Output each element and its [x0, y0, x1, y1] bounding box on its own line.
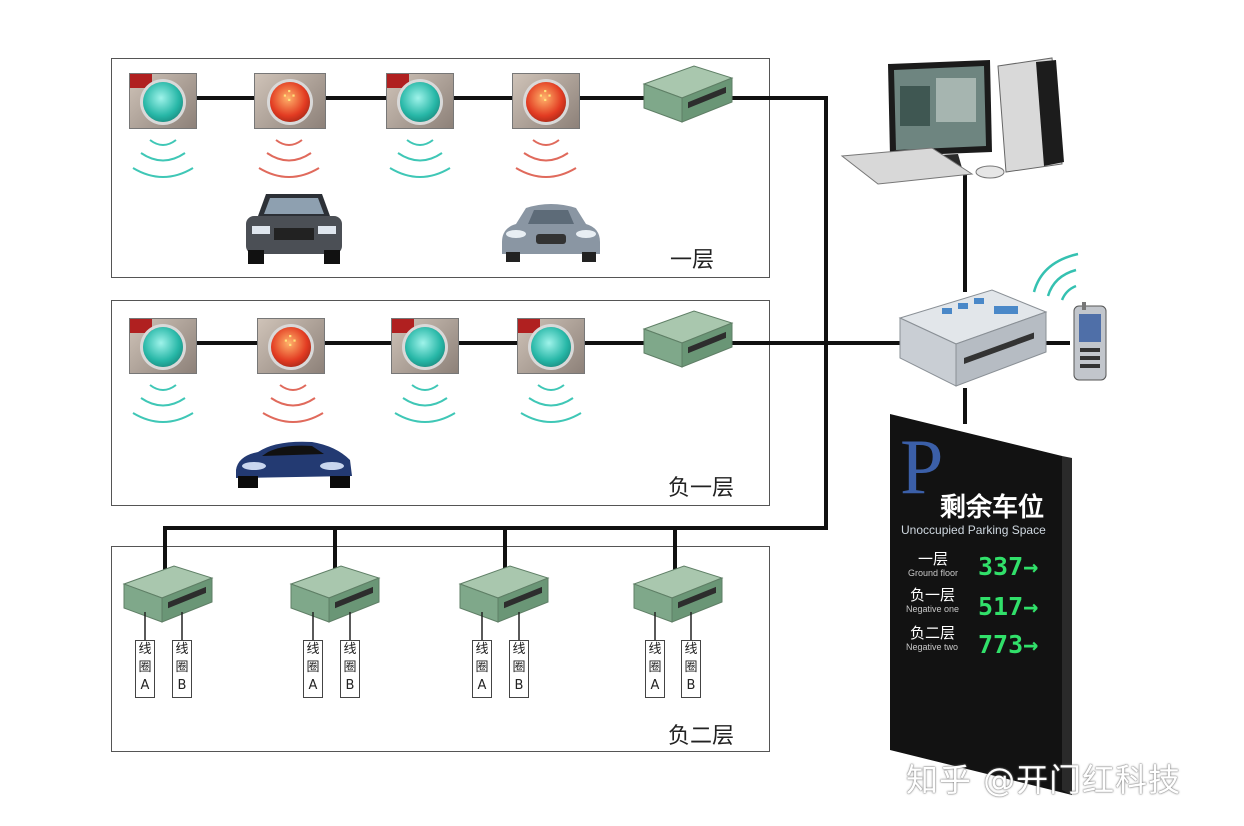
floor-1-wave-3: [389, 139, 451, 178]
coil-text-line: 线: [512, 642, 526, 657]
pc-controller-wire: [963, 170, 967, 292]
sign-row-1-count: 337→: [978, 552, 1039, 581]
sign-row-1-label: 一层: [918, 550, 949, 568]
coil-text-line: 线: [138, 642, 152, 657]
coil-text-line: B: [177, 678, 187, 693]
floor-b2-drop-2: [333, 526, 337, 572]
sign-row-2-count: 517→: [978, 592, 1039, 621]
floor-b2-drop-1: [163, 526, 167, 572]
parking-guidance-sign: [890, 414, 1072, 795]
sign-row-2-english: Negative one: [906, 604, 960, 614]
floor-1-wave-2: [258, 139, 320, 178]
coil-text-line: 线: [343, 642, 357, 657]
suv-car-icon: [246, 194, 342, 264]
coil-text-line: 圈: [306, 660, 320, 675]
controller-sign-wire: [963, 388, 967, 424]
coil-text-line: B: [686, 678, 696, 693]
coil-text-line: A: [650, 678, 660, 693]
watermark: 知乎 @开门红科技: [906, 761, 1182, 799]
wireless-signal-icon: [1032, 252, 1079, 301]
floor-1-wave-1: [132, 139, 194, 178]
sign-row-3-label: 负二层: [910, 624, 956, 642]
floor-b1-uplink-wire: [728, 341, 908, 345]
coil-text-line: 圈: [512, 660, 526, 675]
coil-text-line: A: [140, 678, 150, 693]
floor-b2-detector-module-4: [633, 565, 723, 623]
floor-b1-sensor-2: [257, 318, 325, 374]
floor-b2-bus-wire: [163, 526, 828, 530]
floor-1-sensor-3: [386, 73, 454, 129]
sign-row-3-count: 773→: [978, 630, 1039, 659]
coil-text-line: B: [514, 678, 524, 693]
sign-row-3-english: Negative two: [906, 642, 959, 652]
coil-text-line: 线: [306, 642, 320, 657]
coil-text-line: 线: [175, 642, 189, 657]
coil-text-line: 线: [648, 642, 662, 657]
coil-text-line: 圈: [648, 660, 662, 675]
floor-b2-label: 负二层: [668, 724, 735, 749]
sports-car-icon: [236, 441, 352, 488]
floor-b2-detector-module-2: [290, 565, 380, 623]
sedan-car-icon: [502, 204, 600, 262]
floor-1-sensor-2: [254, 73, 326, 129]
sign-title: 剩余车位: [940, 493, 1045, 523]
controller-phone-wire: [1040, 341, 1070, 345]
floor-1-sensor-4: [512, 73, 580, 129]
sign-logo-p: P: [900, 423, 944, 510]
central-controller-icon: [898, 289, 1048, 387]
coil-text-line: A: [308, 678, 318, 693]
computer-icon: [840, 57, 1064, 185]
floor-1-sensor-1: [129, 73, 197, 129]
floor-1-wave-4: [515, 139, 577, 178]
coil-text-line: B: [345, 678, 355, 693]
floor-b2-drop-3: [503, 526, 507, 572]
sign-row-2-label: 负一层: [910, 586, 956, 604]
floor-b2-detector-module-3: [459, 565, 549, 623]
coil-text-line: 圈: [475, 660, 489, 675]
floor-1-detector-module: [643, 65, 733, 123]
floor-b2-drop-4: [673, 526, 677, 572]
coil-text-line: 圈: [138, 660, 152, 675]
floor-b1-sensor-1: [129, 318, 197, 374]
floor-1-label: 一层: [670, 248, 715, 273]
floor-b1-detector-module: [643, 310, 733, 368]
floor-b1-label: 负一层: [668, 476, 735, 501]
floor-1-uplink-wire: [728, 96, 828, 100]
floor-b1-wave-4: [520, 384, 582, 423]
coil-text-line: 圈: [684, 660, 698, 675]
floor-b1-sensor-4: [517, 318, 585, 374]
backbone-wire: [824, 96, 828, 530]
sign-subtitle: Unoccupied Parking Space: [901, 523, 1046, 537]
mobile-phone-icon: [1073, 302, 1107, 381]
coil-text-line: A: [477, 678, 487, 693]
floor-b1-wave-1: [132, 384, 194, 423]
sign-row-1-english: Ground floor: [908, 568, 959, 578]
coil-text-line: 圈: [343, 660, 357, 675]
coil-text-line: 线: [475, 642, 489, 657]
floor-b1-sensor-3: [391, 318, 459, 374]
floor-b1-wave-3: [394, 384, 456, 423]
coil-text-line: 圈: [175, 660, 189, 675]
floor-b1-wave-2: [262, 384, 324, 423]
coil-text-line: 线: [684, 642, 698, 657]
floor-b2-detector-module-1: [123, 565, 213, 623]
